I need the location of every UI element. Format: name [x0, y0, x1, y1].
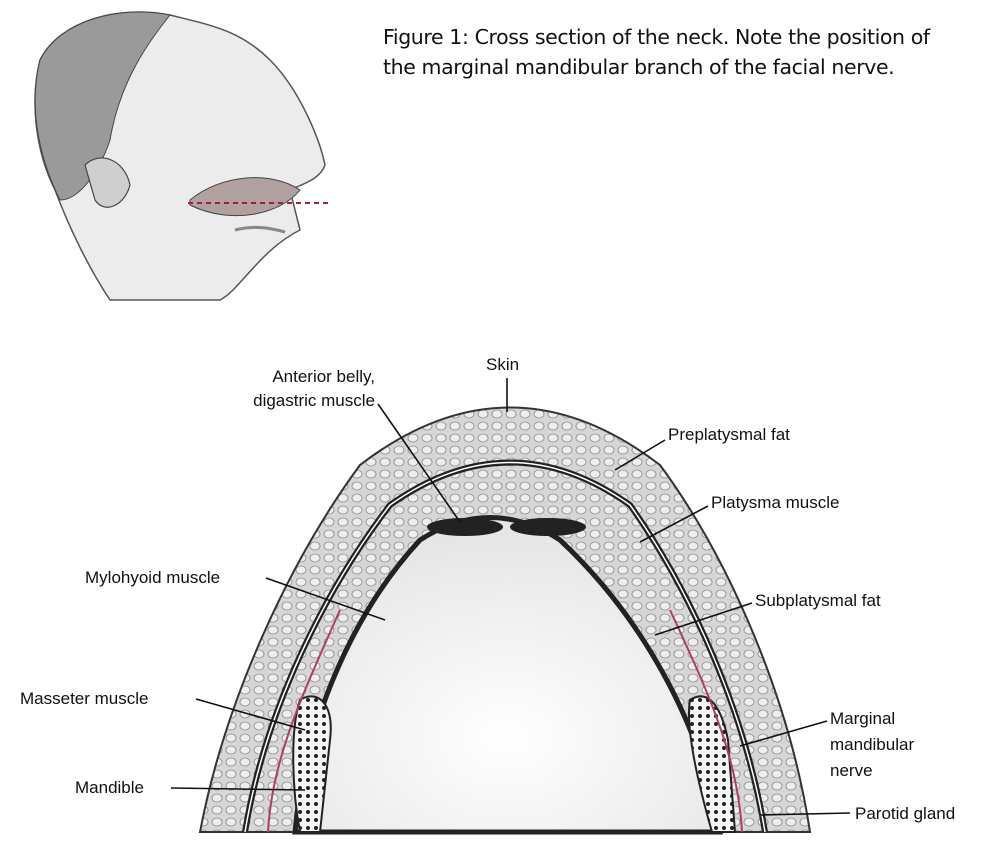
platysma-highlight — [244, 461, 766, 833]
digastric-left — [427, 518, 503, 536]
label-marginal-1: Marginal — [830, 709, 895, 728]
mandible-right — [688, 695, 737, 833]
leader-lines — [170, 378, 851, 816]
caption-line-1: Figure 1: Cross section of the neck. Not… — [383, 25, 930, 49]
label-parotid-gland: Parotid gland — [855, 804, 955, 823]
label-masseter-muscle: Masseter muscle — [20, 689, 148, 708]
label-mandible: Mandible — [75, 778, 144, 797]
mandible-left — [292, 695, 332, 833]
nerve-left — [267, 609, 341, 833]
face-illustration — [34, 11, 330, 301]
label-anterior-belly-2: digastric muscle — [253, 391, 375, 410]
label-anterior-belly-1: Anterior belly, — [272, 367, 375, 386]
label-marginal-2: mandibular — [830, 735, 914, 754]
inner-cavity — [292, 515, 723, 835]
label-subplatysmal-fat: Subplatysmal fat — [755, 591, 881, 610]
label-skin: Skin — [486, 355, 519, 374]
label-platysma-muscle: Platysma muscle — [711, 493, 839, 512]
label-mylohyoid-muscle: Mylohyoid muscle — [85, 568, 220, 587]
label-marginal-3: nerve — [830, 761, 873, 780]
cross-section — [198, 406, 812, 835]
figure-caption: Figure 1: Cross section of the neck. Not… — [383, 22, 930, 82]
label-preplatysmal-fat: Preplatysmal fat — [668, 425, 790, 444]
nerve-right — [669, 609, 743, 833]
caption-line-2: the marginal mandibular branch of the fa… — [383, 55, 895, 79]
digastric-right — [510, 518, 586, 536]
